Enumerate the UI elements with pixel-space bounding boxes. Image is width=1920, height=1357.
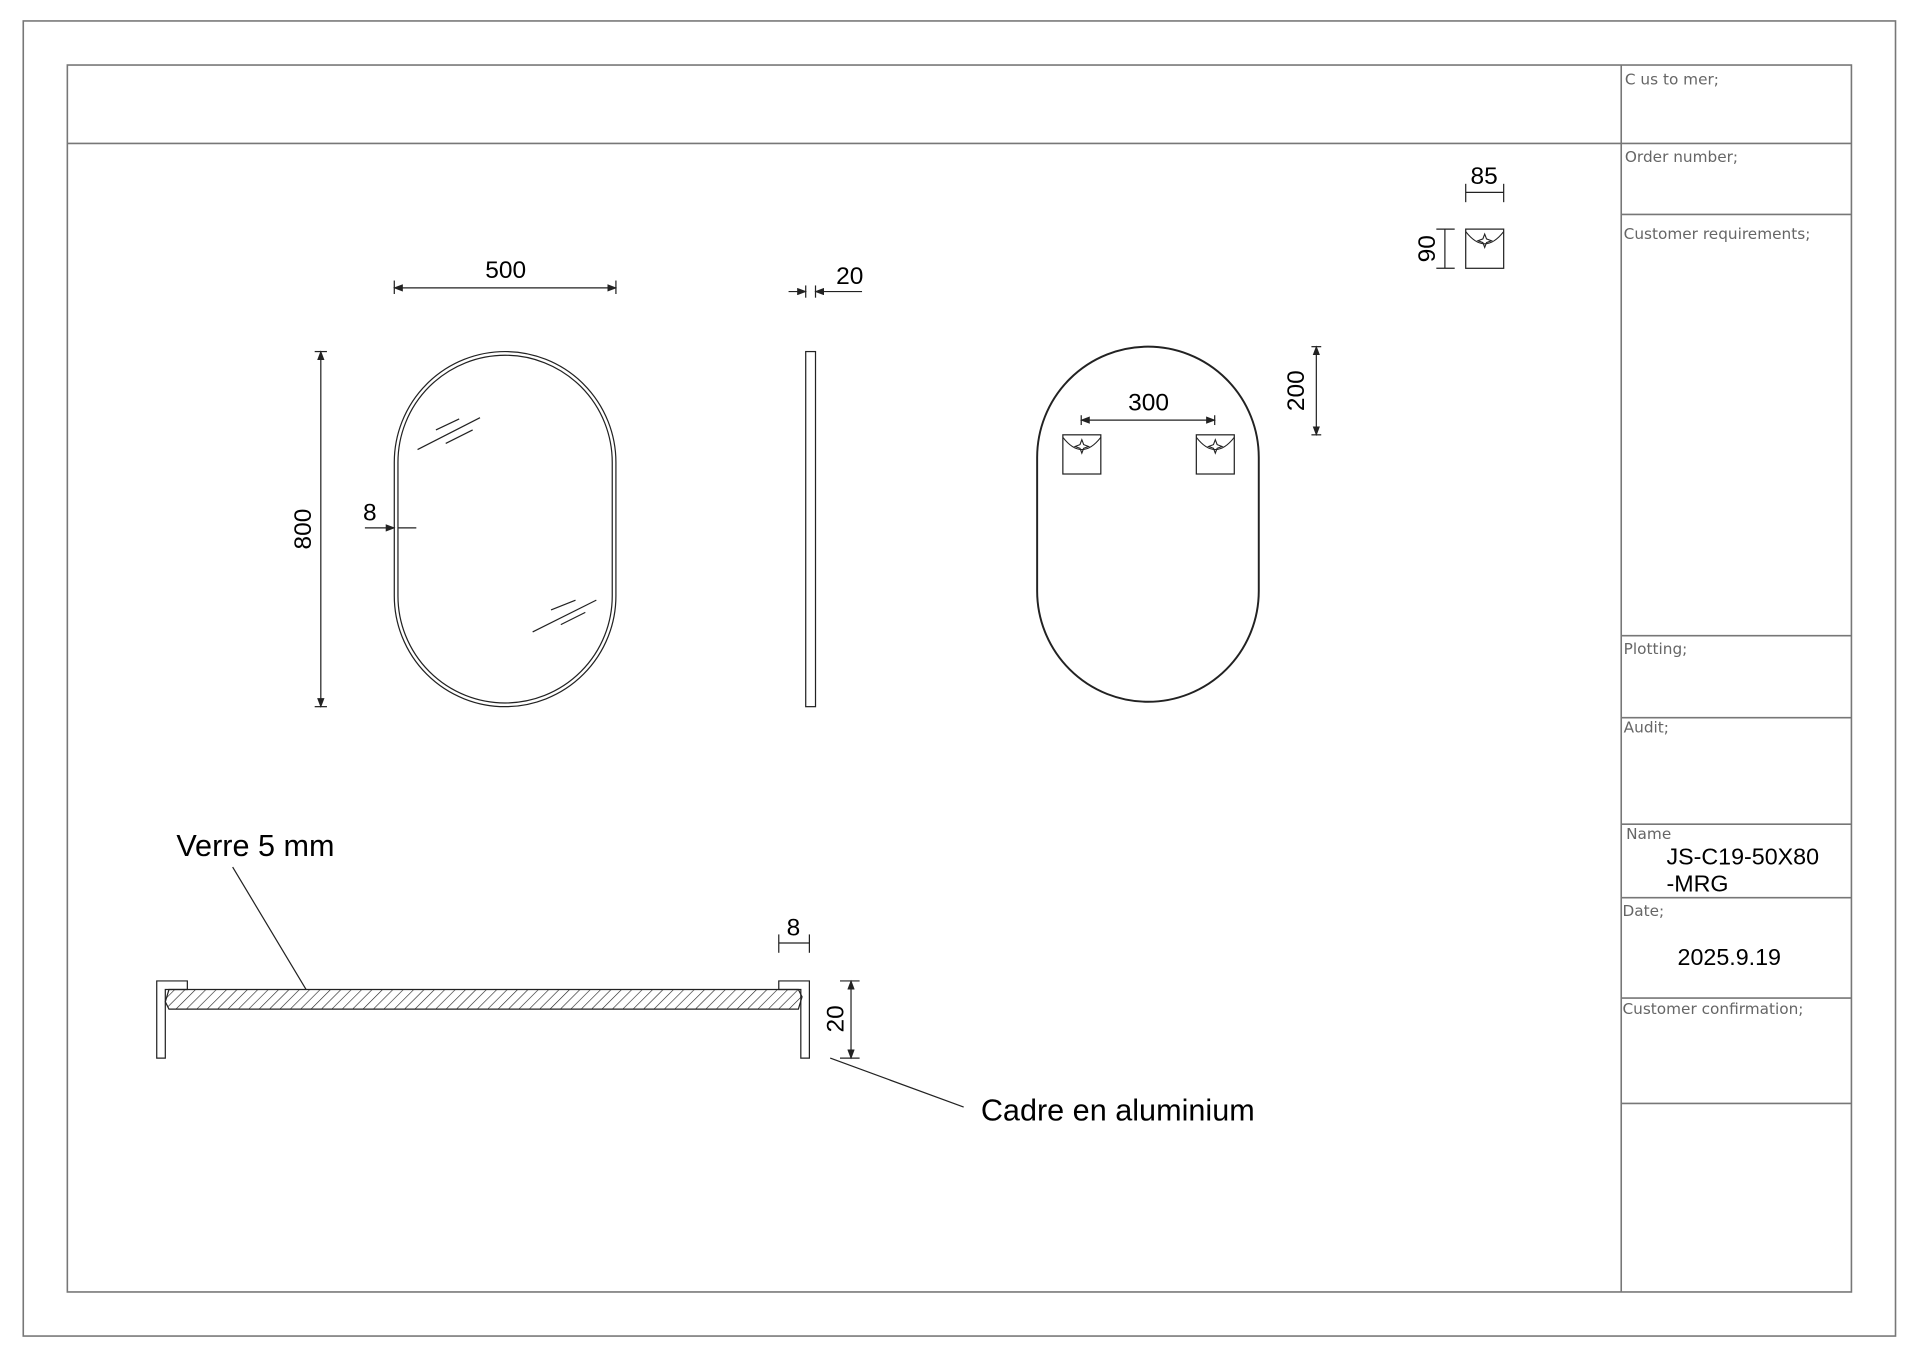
mirror-back-outline (1036, 345, 1260, 703)
glass-label: Verre 5 mm (176, 829, 334, 863)
section-depth-dimension: 20 (823, 1005, 850, 1032)
wall-bracket-left (1062, 434, 1102, 475)
frame-profile-left (156, 980, 188, 1059)
mirror-side-profile (805, 350, 817, 708)
bracket-height-dimension: 90 (1414, 235, 1441, 262)
bracket-offset-dimension: 200 (1283, 370, 1310, 411)
frame-label: Cadre en aluminium (981, 1094, 1255, 1128)
cross-section: 8 20 Verre 5 mm Cadre en aluminium (156, 829, 1255, 1128)
order-number-label: Order number; (1625, 148, 1738, 166)
bracket-detail: 85 90 (1414, 163, 1505, 269)
date-label: Date; (1622, 902, 1664, 920)
bracket-width-dimension: 85 (1470, 163, 1497, 190)
wall-bracket-detail (1465, 228, 1505, 269)
audit-label: Audit; (1624, 718, 1669, 736)
customer-requirements-label: Customer requirements; (1624, 225, 1811, 243)
customer-confirmation-label: Customer confirmation; (1622, 1000, 1803, 1018)
section-frame-dimension: 8 (787, 915, 801, 942)
frame-dimension: 8 (363, 500, 377, 527)
glass-leader-line (232, 866, 307, 990)
mirror-outer-outline (393, 350, 617, 708)
frame-leader-line (829, 1057, 964, 1108)
plotting-label: Plotting; (1624, 640, 1688, 658)
outer-border (22, 20, 1897, 1337)
wall-bracket-right (1195, 434, 1235, 475)
front-view: 500 800 8 (290, 257, 618, 708)
name-value-line2: -MRG (1667, 871, 1729, 897)
width-dimension: 500 (485, 257, 526, 284)
glass-reflection-marks (417, 417, 597, 633)
date-value: 2025.9.19 (1678, 944, 1781, 970)
height-dimension: 800 (290, 509, 317, 550)
back-view: 300 200 (1036, 345, 1322, 703)
mirror-inner-outline (397, 354, 613, 704)
name-value-line1: JS-C19-50X80 (1667, 844, 1820, 870)
frame-profile-right (778, 980, 810, 1059)
depth-dimension: 20 (836, 263, 863, 290)
name-label: Name (1626, 825, 1671, 843)
title-block-rows (1621, 142, 1852, 1105)
customer-label: C us to mer; (1625, 71, 1719, 89)
inner-border (66, 64, 1853, 1293)
bracket-spacing-dimension: 300 (1128, 389, 1169, 416)
side-view: 20 (788, 263, 863, 708)
glass-section (164, 988, 803, 1010)
